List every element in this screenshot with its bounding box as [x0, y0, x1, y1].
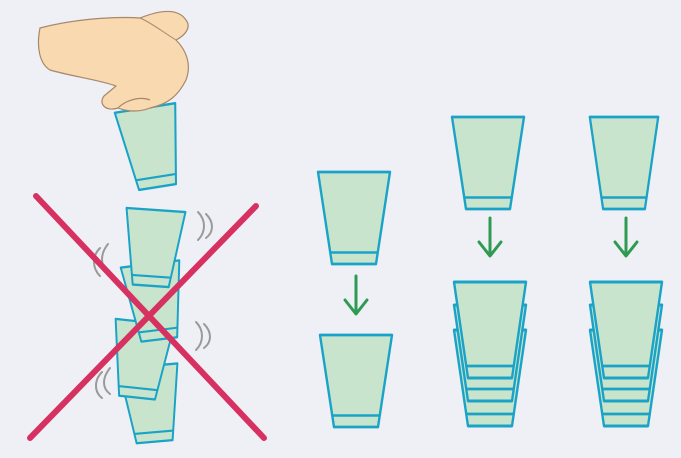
correct-stack-2 [452, 117, 526, 426]
wrong-stacking-panel [30, 12, 264, 445]
hand-holding-cup-icon [38, 12, 188, 112]
correct-stack-3 [590, 117, 662, 426]
wobbly-cup-stack [108, 208, 189, 444]
dropping-cup [115, 103, 188, 192]
correct-stack-1 [318, 172, 392, 427]
